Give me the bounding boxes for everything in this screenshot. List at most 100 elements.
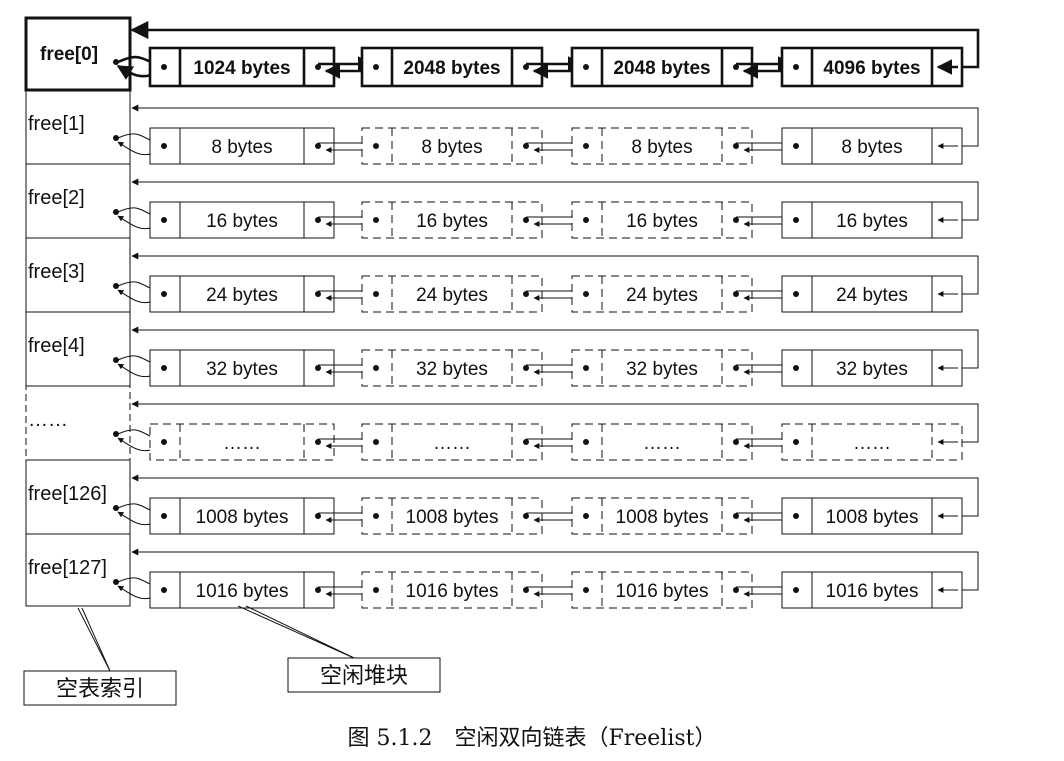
next-pointer-dot [315,439,321,445]
heap-block: 24 bytes [361,275,543,313]
heap-block: 1008 bytes [149,497,335,535]
heap-block: 24 bytes [149,275,335,313]
pointer-dot [113,357,119,363]
next-pointer-dot [523,365,529,371]
block-size-label: 32 bytes [416,359,488,380]
block-size-label: …… [433,433,471,454]
heap-block: 32 bytes [149,349,335,387]
next-pointer-dot [315,143,321,149]
prev-pointer-dot [373,217,379,223]
tail-to-head-link [131,178,979,221]
heap-block: 1008 bytes [571,497,753,535]
heap-block: 1008 bytes [361,497,543,535]
index-table: free[0]free[1]free[2]free[3]free[4]……fre… [24,16,132,607]
block-size-label: 1016 bytes [826,581,919,602]
heap-block: 16 bytes [571,201,753,239]
block-size-label: …… [223,433,261,454]
index-cell [25,311,131,387]
next-pointer-dot [315,513,321,519]
heap-block: 8 bytes [149,127,335,165]
heap-block: 1016 bytes [361,571,543,609]
heap-block: 16 bytes [149,201,335,239]
block-size-label: 24 bytes [206,285,278,306]
heap-block: 24 bytes [571,275,753,313]
next-pointer-dot [523,513,529,519]
index-label: free[126] [28,483,107,505]
block-size-label: 16 bytes [836,211,908,232]
heap-block: …… [571,423,753,461]
index-label: …… [28,409,68,431]
pointer-dot [113,283,119,289]
block-size-label: 32 bytes [626,359,698,380]
prev-pointer-dot [373,587,379,593]
prev-pointer-dot [793,217,799,223]
index-label: free[4] [28,335,85,357]
block-size-label: …… [853,433,891,454]
index-cell [25,385,131,461]
pointer-dot [113,209,119,215]
prev-pointer-dot [793,291,799,297]
heap-block: 32 bytes [361,349,543,387]
block-size-label: 24 bytes [836,285,908,306]
prev-pointer-dot [373,143,379,149]
heap-block: 32 bytes [571,349,753,387]
prev-pointer-dot [793,513,799,519]
freelist-rows: 1024 bytes 2048 bytes 2048 bytes 4096 bytes… [113,20,980,609]
freelist-row: 1024 bytes 2048 bytes 2048 bytes 4096 bytes [113,20,980,88]
prev-pointer-dot [583,439,589,445]
svg-text:空表索引: 空表索引 [56,677,144,702]
heap-block: …… [781,423,963,461]
heap-block: 16 bytes [781,201,963,239]
next-pointer-dot [523,587,529,593]
next-pointer-dot [733,64,739,70]
freelist-row: 1008 bytes 1008 bytes 1008 bytes 1008 bytes [113,474,979,535]
prev-pointer-dot [793,143,799,149]
next-pointer-dot [523,439,529,445]
index-label: free[127] [28,557,107,579]
prev-pointer-dot [583,291,589,297]
heap-block: 8 bytes [781,127,963,165]
prev-pointer-dot [793,439,799,445]
heap-block: 1016 bytes [149,571,335,609]
prev-pointer-dot [161,587,167,593]
heap-block: 2048 bytes [360,46,544,88]
svg-text:空闲堆块: 空闲堆块 [320,664,408,689]
prev-pointer-dot [583,365,589,371]
block-size-label: 8 bytes [211,137,272,158]
block-size-label: …… [643,433,681,454]
prev-pointer-dot [161,64,167,70]
tail-to-head-link [131,548,979,591]
index-label: free[3] [28,261,85,283]
block-size-label: 1008 bytes [196,507,289,528]
block-size-label: 32 bytes [836,359,908,380]
block-size-label: 1024 bytes [193,58,290,79]
freelist-row: …… …… …… …… [113,400,979,461]
prev-pointer-dot [583,587,589,593]
next-pointer-dot [733,291,739,297]
next-pointer-dot [733,587,739,593]
block-size-label: 1008 bytes [826,507,919,528]
heap-block: …… [361,423,543,461]
heap-block: 4096 bytes [780,46,964,88]
prev-pointer-dot [373,439,379,445]
callouts: 空表索引 空闲堆块 [23,605,441,706]
prev-pointer-dot [583,143,589,149]
pointer-dot [113,431,119,437]
heap-block: 24 bytes [781,275,963,313]
prev-pointer-dot [373,64,379,70]
block-size-label: 16 bytes [626,211,698,232]
next-pointer-dot [315,291,321,297]
block-size-label: 24 bytes [416,285,488,306]
block-size-label: 24 bytes [626,285,698,306]
heap-block: …… [149,423,335,461]
pointer-dot [113,59,119,65]
heap-block: 8 bytes [361,127,543,165]
block-size-label: 1016 bytes [616,581,709,602]
heap-block: 2048 bytes [570,46,754,88]
next-pointer-dot [315,217,321,223]
prev-pointer-dot [583,64,589,70]
freelist-row: 24 bytes 24 bytes 24 bytes 24 bytes [113,252,979,313]
next-pointer-dot [315,64,321,70]
next-pointer-dot [733,513,739,519]
